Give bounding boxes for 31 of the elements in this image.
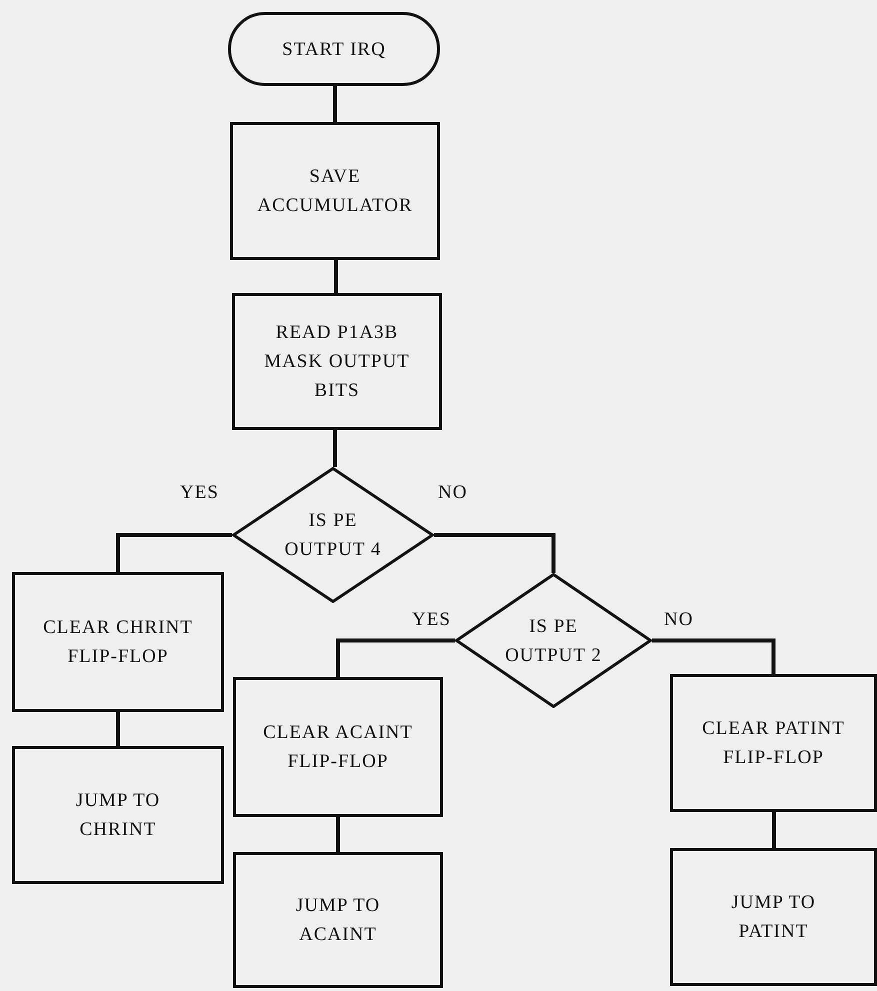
process-box — [233, 852, 443, 988]
process-box — [233, 677, 443, 817]
process-box — [12, 572, 224, 712]
node-text: SAVE ACCUMULATOR — [256, 165, 414, 218]
node-text: IS PE OUTPUT 4 — [284, 509, 382, 562]
process-box — [232, 293, 442, 430]
node-text: CLEAR CHRINT FLIP-FLOP — [42, 616, 194, 669]
connector-line — [434, 533, 556, 573]
node-text: CLEAR ACAINT FLIP-FLOP — [262, 721, 414, 774]
connector-line — [336, 817, 340, 852]
connector-line — [116, 712, 120, 746]
connector-line — [336, 638, 455, 677]
connector-line — [772, 812, 776, 848]
connector-line — [652, 638, 776, 674]
node-text: START IRQ — [281, 38, 387, 62]
node-text: JUMP TO PATINT — [730, 891, 817, 944]
process-box — [230, 122, 440, 260]
connector-line — [334, 260, 338, 293]
node-text: IS PE OUTPUT 2 — [504, 614, 603, 668]
process-box — [670, 674, 877, 812]
node-text: JUMP TO CHRINT — [74, 789, 162, 842]
node-text: JUMP TO ACAINT — [294, 894, 382, 947]
decision-diamond — [455, 573, 652, 708]
node-text: READ P1A3B MASK OUTPUT BITS — [263, 321, 411, 403]
node-text: CLEAR PATINT FLIP-FLOP — [701, 717, 846, 770]
connector-line — [333, 86, 337, 122]
process-box — [12, 746, 224, 884]
connector-line — [116, 533, 232, 572]
process-box — [670, 848, 877, 986]
connector-line — [333, 430, 337, 467]
decision-diamond — [232, 467, 434, 603]
